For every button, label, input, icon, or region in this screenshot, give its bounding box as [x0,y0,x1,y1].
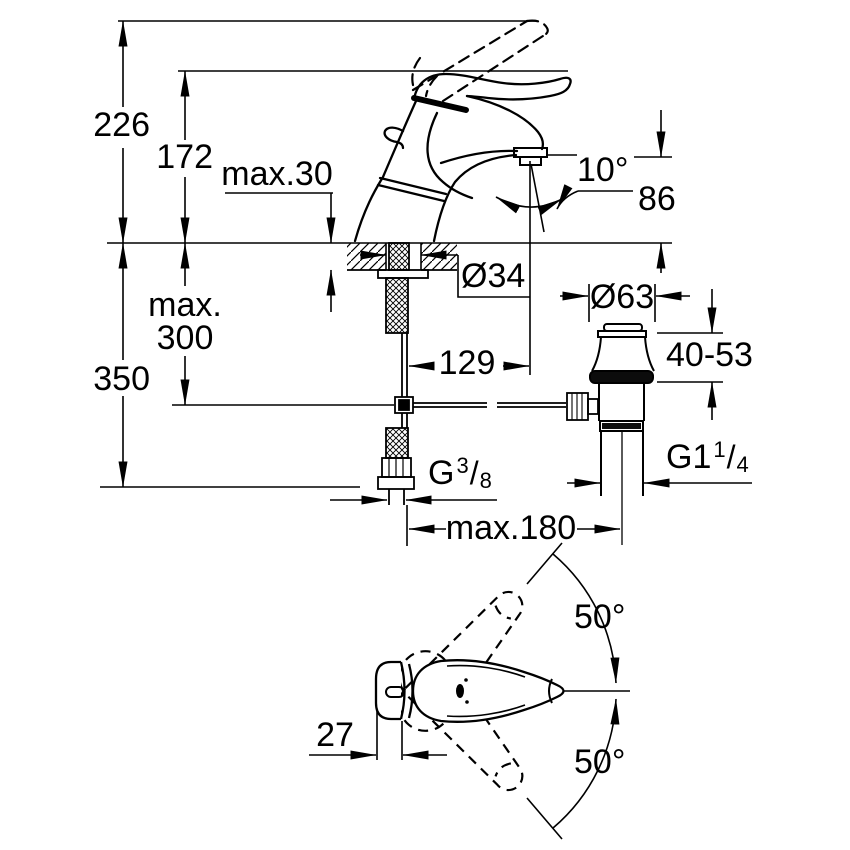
raised-lever-dashed [411,19,549,103]
dim-handle-offset: 27 [316,716,354,754]
dim-spout-height: 86 [638,180,676,218]
dim-rod-reach: max.180 [445,509,577,547]
dim-spout-angle: 10° [577,151,629,189]
dim-hole-diameter: Ø34 [461,257,526,295]
dim-hose-depth-label: max. [148,286,222,324]
thread-slash: / [726,439,736,475]
thread-prefix: G1 [666,438,712,476]
dim-swivel-up: 50° [574,598,626,636]
dim-flange-diameter: Ø63 [589,278,655,316]
dim-spout-reach: 129 [438,344,496,382]
thread-denominator: 8 [479,468,492,493]
dim-hose-length: 350 [93,360,150,398]
dim-deck-thickness: max.30 [221,155,333,193]
dimension-lines-side [100,20,752,546]
dim-height-overall: 226 [93,106,150,144]
thread-prefix: G [428,454,455,492]
dim-swivel-down: 50° [574,743,626,781]
thread-denominator: 4 [736,452,749,477]
thread-numerator: 1 [713,437,726,462]
thread-slash: / [469,455,479,491]
dim-height-lever: 172 [156,138,213,176]
counter-section [347,243,457,271]
thread-numerator: 3 [456,453,469,478]
lever-top-view [374,659,565,723]
dim-deck-clamp-range: 40-53 [666,336,753,374]
dimension-lines-top-view [309,542,630,840]
waste-valve [589,323,655,496]
faucet-side-view [353,72,572,243]
pop-up-rod [413,392,599,421]
supply-hose-assembly [377,242,429,505]
dim-hose-depth-value: 300 [156,319,214,357]
